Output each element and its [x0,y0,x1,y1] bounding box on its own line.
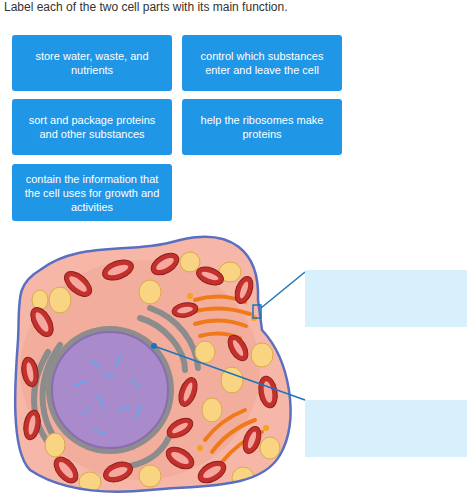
answer-tile: store water, waste, and nutrients [12,35,172,91]
answer-box [305,270,467,327]
answer-tile: control which substances enter and leave… [182,35,342,91]
instruction-text: Label each of the two cell parts with it… [4,0,287,14]
function-text: control which substances enter and leave… [182,49,342,77]
answer-tile: help the ribosomes make proteins [182,99,342,155]
function-text: sort and package proteins and other subs… [12,113,172,141]
answer-tile: contain the information that the cell us… [12,164,172,221]
answer-tile: sort and package proteins and other subs… [12,99,172,155]
function-text: help the ribosomes make proteins [182,113,342,141]
function-text: store water, waste, and nutrients [12,49,172,77]
function-text: contain the information that the cell us… [12,172,172,214]
answer-box [305,400,467,457]
